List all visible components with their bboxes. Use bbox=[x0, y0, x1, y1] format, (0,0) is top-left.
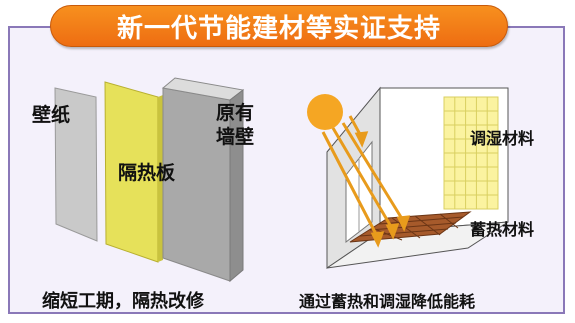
existing-wall-side bbox=[229, 88, 244, 283]
insulation-label: 隔热板 bbox=[118, 162, 176, 184]
right-caption: 通过蓄热和调湿降低能耗 bbox=[299, 292, 476, 311]
left-caption: 缩短工期，隔热改修 bbox=[42, 291, 204, 312]
existing-wall-label-line2: 墙壁 bbox=[216, 126, 255, 148]
humidity-control-panel bbox=[443, 96, 499, 210]
banner-title: 新一代节能建材等实证支持 bbox=[50, 5, 508, 47]
humidity-material-label: 调湿材料 bbox=[470, 129, 535, 148]
wallpaper-sheet bbox=[54, 87, 98, 242]
wallpaper-label: 壁纸 bbox=[32, 104, 71, 126]
room-floor bbox=[326, 221, 509, 269]
sun-icon bbox=[307, 94, 343, 130]
heat-storage-material-label: 蓄热材料 bbox=[470, 220, 535, 239]
existing-wall-label-line1: 原有 bbox=[216, 102, 255, 124]
sun-rays bbox=[321, 115, 411, 248]
